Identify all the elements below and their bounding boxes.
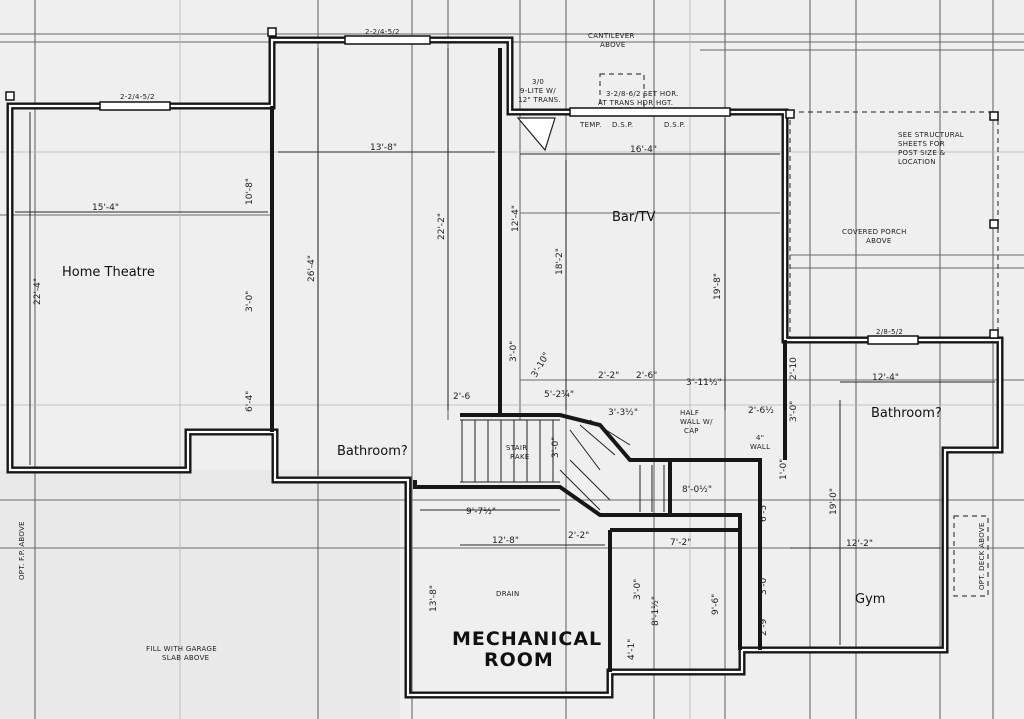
dim-label: 2'-6½ — [748, 406, 774, 416]
note-opt-deck: OPT. DECK ABOVE — [978, 522, 986, 590]
note-header-1: 3-2/8-6/2 SET HOR. — [606, 90, 679, 98]
note-structural-3: POST SIZE & — [898, 149, 946, 157]
note-stair-2: RAKE — [510, 453, 530, 461]
dim-label: 5'-2¾" — [544, 390, 574, 400]
note-window-top-left: 2-2/4-5/2 — [120, 93, 155, 101]
note-dsp-2: D.S.P. — [664, 121, 685, 129]
dim-label: 3'-0" — [759, 574, 769, 595]
dim-label: 8'-1½" — [651, 596, 661, 626]
dim-label: 3'-0" — [551, 437, 561, 458]
dim-label: 13'-8" — [370, 143, 397, 153]
note-cantilever-2: ABOVE — [600, 41, 626, 49]
note-half-wall-2: WALL W/ — [680, 418, 713, 426]
dim-label: 7'-2" — [670, 538, 691, 548]
dim-label: 22'-2" — [437, 213, 447, 240]
window-top-left — [99, 101, 171, 111]
posts — [5, 27, 999, 339]
dim-label: 13'-8" — [429, 585, 439, 612]
stairs — [460, 419, 665, 512]
note-porch-1: COVERED PORCH — [842, 228, 907, 236]
note-wall-2: WALL — [750, 443, 770, 451]
note-header-2: AT TRANS HDR HGT. — [598, 99, 673, 107]
dim-label: 26'-4" — [307, 255, 317, 282]
dim-label: 6'-5" — [759, 501, 769, 522]
dim-label: 3'-3½" — [608, 408, 638, 418]
dim-label: 9'-6" — [711, 594, 721, 615]
room-label-gym: Gym — [855, 592, 885, 607]
dim-label: 3'-0" — [789, 401, 799, 422]
room-label-mechanical-2: ROOM — [484, 649, 554, 671]
note-window-right: 2/8-5/2 — [876, 328, 903, 336]
note-fill-2: SLAB ABOVE — [162, 654, 209, 662]
window-top-center — [344, 35, 431, 45]
note-opt-fp: OPT. F.P. ABOVE — [18, 521, 26, 580]
dim-label: 2'-2" — [598, 371, 619, 381]
note-structural-1: SEE STRUCTURAL — [898, 131, 964, 139]
note-lite-1: 3/0 — [532, 78, 544, 86]
window-right — [867, 335, 919, 345]
interior-walls — [270, 48, 787, 672]
dim-label: 19'-8" — [713, 273, 723, 300]
note-porch-2: ABOVE — [866, 237, 892, 245]
dim-label: 8'-0½" — [682, 485, 712, 495]
dim-label: 3'-11½" — [686, 378, 722, 388]
dim-label: 9'-7½" — [466, 507, 496, 517]
room-label-bathroom-right: Bathroom? — [871, 406, 942, 421]
dim-label: 12'-4" — [872, 373, 899, 383]
dim-label: 18'-2" — [555, 248, 565, 275]
window-bar — [569, 107, 731, 117]
dim-label: 6'-4" — [245, 391, 255, 412]
dim-label: 12'-4" — [511, 205, 521, 232]
dim-label: 1'-0" — [779, 459, 789, 480]
dim-label: 12'-8" — [492, 536, 519, 546]
dim-label: 10'-8" — [245, 178, 255, 205]
note-temp: TEMP. — [579, 121, 602, 129]
dim-label: 2'-9" — [759, 615, 769, 636]
note-dsp-1: D.S.P. — [612, 121, 633, 129]
note-fill-1: FILL WITH GARAGE — [146, 645, 217, 653]
dimension-lines — [15, 48, 995, 645]
note-structural-2: SHEETS FOR — [898, 140, 945, 148]
dim-label: 19'-0" — [829, 488, 839, 515]
deck-outline — [953, 515, 989, 597]
dim-label: 3'-0" — [245, 291, 255, 312]
dim-label: 2'-10 — [789, 357, 799, 380]
note-lite-2: 9-LITE W/ — [520, 87, 556, 95]
note-half-wall-1: HALF — [680, 409, 699, 417]
dim-label: 12'-2" — [846, 539, 873, 549]
door-swing — [516, 117, 556, 152]
dim-label: 15'-4" — [92, 203, 119, 213]
dim-label: 22'-4" — [33, 278, 43, 305]
dim-label: 2'-6" — [636, 371, 657, 381]
room-label-mechanical-1: MECHANICAL — [452, 628, 602, 650]
note-drain: DRAIN — [496, 590, 520, 598]
dim-label: 4'-1" — [627, 639, 637, 660]
room-label-bar-tv: Bar/TV — [612, 210, 656, 225]
dim-label: 3'-0" — [633, 579, 643, 600]
note-lite-3: 12" TRANS. — [518, 96, 561, 104]
note-structural-4: LOCATION — [898, 158, 936, 166]
note-cantilever-1: CANTILEVER — [588, 32, 635, 40]
dim-label: 3'-0" — [509, 341, 519, 362]
note-stair-1: STAIR — [506, 444, 527, 452]
note-half-wall-3: CAP — [684, 427, 699, 435]
room-label-home-theatre: Home Theatre — [62, 265, 155, 280]
note-wall-1: 4" — [756, 434, 764, 442]
note-window-top-center: 2-2/4-5/2 — [365, 28, 400, 36]
covered-porch-outline — [789, 111, 999, 339]
dim-label: 16'-4" — [630, 145, 657, 155]
dim-label: 2'-6 — [453, 392, 470, 402]
room-label-bathroom-left: Bathroom? — [337, 444, 408, 459]
dim-label: 2'-2" — [568, 531, 589, 541]
